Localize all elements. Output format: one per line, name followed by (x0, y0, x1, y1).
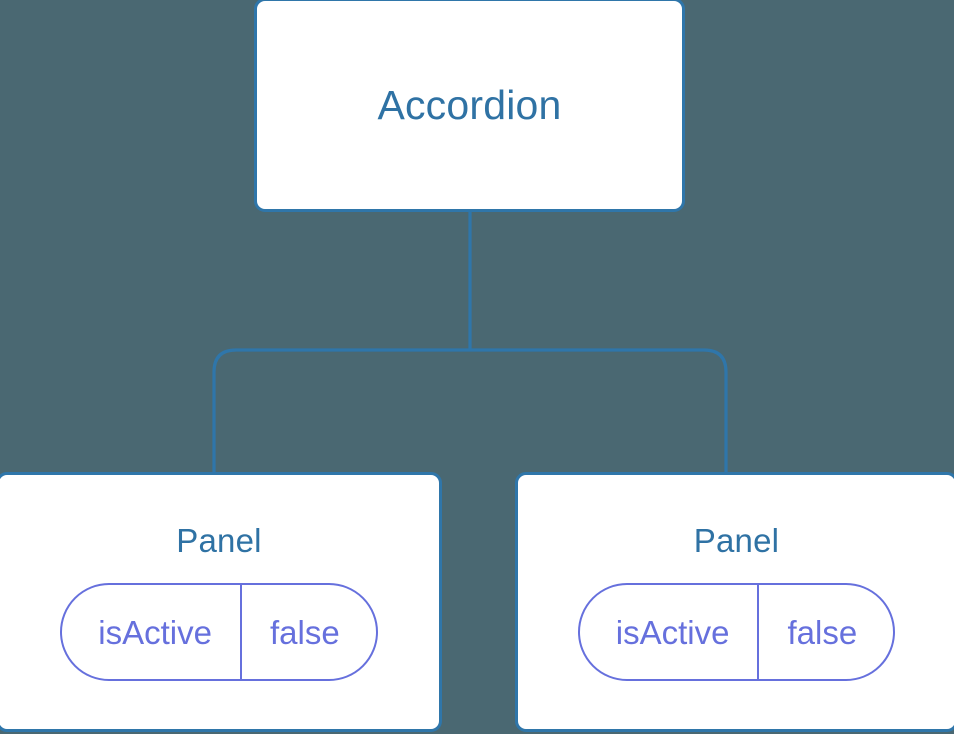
state-pill-panel-1[interactable]: isActive false (60, 583, 378, 681)
connector-branch-left (212, 348, 470, 476)
node-panel-2-title: Panel (693, 522, 780, 559)
state-pill-panel-2-key: isActive (580, 585, 760, 679)
node-panel-1-title: Panel (176, 522, 262, 559)
state-pill-panel-1-key: isActive (62, 585, 242, 679)
state-pill-panel-1-value: false (269, 613, 340, 651)
node-accordion[interactable]: Accordion (254, 0, 685, 212)
node-accordion-title: Accordion (377, 81, 562, 128)
node-panel-1[interactable]: Panel isActive false (0, 472, 442, 732)
node-panel-2[interactable]: Panel isActive false (515, 472, 954, 732)
state-pill-panel-2-value: false (787, 613, 858, 651)
state-pill-panel-2[interactable]: isActive false (577, 583, 896, 681)
connector-branch-right (470, 348, 728, 476)
